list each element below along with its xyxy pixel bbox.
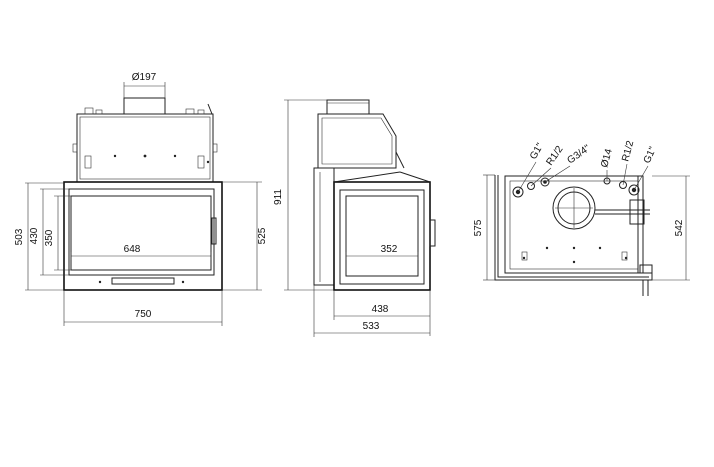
side-depth-inner-label: 438 xyxy=(372,304,389,315)
conn-label-4: Ø14 xyxy=(599,147,615,169)
front-total-width-label: 750 xyxy=(135,309,152,320)
top-view: G1" R1/2 G3/4" Ø14 R1/2 G1" 575 542 xyxy=(473,139,690,296)
front-upper-body xyxy=(76,113,214,183)
flue-diameter-label: Ø197 xyxy=(132,72,157,83)
conn-label-3: G3/4" xyxy=(565,143,592,167)
side-door xyxy=(333,181,431,291)
side-view: 352 438 533 911 xyxy=(273,99,436,337)
front-height-430-label: 430 xyxy=(29,227,40,244)
conn-label-5: R1/2 xyxy=(620,139,636,163)
side-upper-body xyxy=(317,113,397,169)
front-glass-width-label: 648 xyxy=(124,244,141,255)
front-door-frame xyxy=(63,181,223,291)
front-height-350-label: 350 xyxy=(44,229,55,246)
front-height-503-label: 503 xyxy=(14,228,25,245)
top-height-575-label: 575 xyxy=(473,219,484,236)
flue-collar xyxy=(123,97,166,115)
conn-label-2: R1/2 xyxy=(544,144,565,168)
top-height-542-label: 542 xyxy=(674,219,685,236)
side-glass-width-label: 352 xyxy=(381,244,398,255)
top-flue-outer xyxy=(552,186,596,230)
front-glass xyxy=(70,195,212,271)
side-depth-total-label: 533 xyxy=(363,321,380,332)
front-height-525-label: 525 xyxy=(257,227,268,244)
conn-label-6: G1" xyxy=(642,145,659,165)
side-glass xyxy=(345,195,419,277)
conn-label-1: G1" xyxy=(528,141,546,162)
side-height-total-label: 911 xyxy=(273,189,284,205)
front-view: Ø197 648 xyxy=(14,72,268,326)
